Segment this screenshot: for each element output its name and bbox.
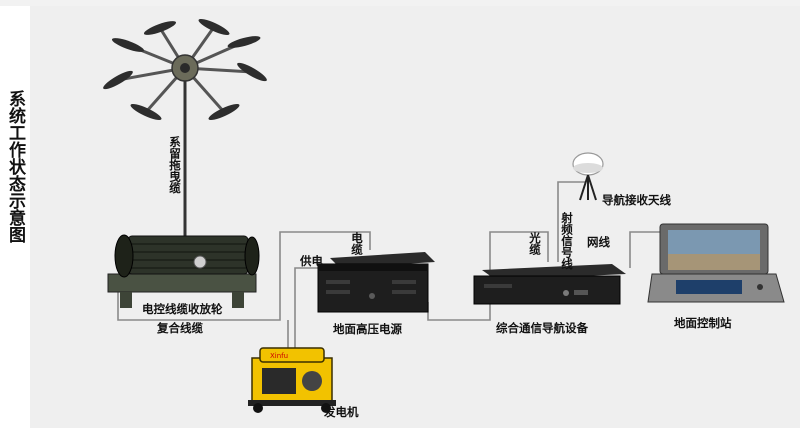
- fiber-label: 光缆: [528, 232, 542, 255]
- power-cable-label: 电缆: [350, 232, 364, 255]
- winch-label: 电控线缆收放轮: [142, 302, 223, 316]
- system-diagram-title: 系统工作状态示意图: [5, 90, 25, 243]
- rf-signal-label: 射频信号线: [560, 212, 574, 270]
- top-strip: [0, 0, 800, 6]
- generator-brand: Xinfu: [270, 352, 288, 360]
- tether-cable-label: 系留拖曳缆: [168, 136, 182, 194]
- ground-station-label: 地面控制站: [674, 316, 732, 330]
- ethernet-line: [629, 231, 660, 268]
- generator-label: 发电机: [324, 405, 359, 419]
- nav-antenna-label: 导航接收天线: [602, 193, 671, 207]
- nav-antenna: [572, 152, 604, 201]
- generator: Xinfu: [248, 347, 336, 413]
- composite-cable-label: 复合线缆: [157, 321, 203, 335]
- hv-power-label: 地面高压电源: [333, 322, 402, 336]
- rf-signal-line: [557, 181, 585, 262]
- diagram-panel: [30, 6, 800, 428]
- hv-power-supply: [317, 252, 435, 313]
- composite-cable-line: [117, 231, 371, 321]
- comm-nav-label: 综合通信导航设备: [496, 321, 588, 335]
- comm-nav-device: [473, 264, 626, 305]
- winch-reel: [107, 234, 260, 308]
- ground-control-station: [647, 223, 785, 303]
- ethernet-label: 网线: [587, 235, 610, 249]
- drone-octocopter: [103, 18, 267, 258]
- power-supply-label: 供电: [300, 254, 323, 268]
